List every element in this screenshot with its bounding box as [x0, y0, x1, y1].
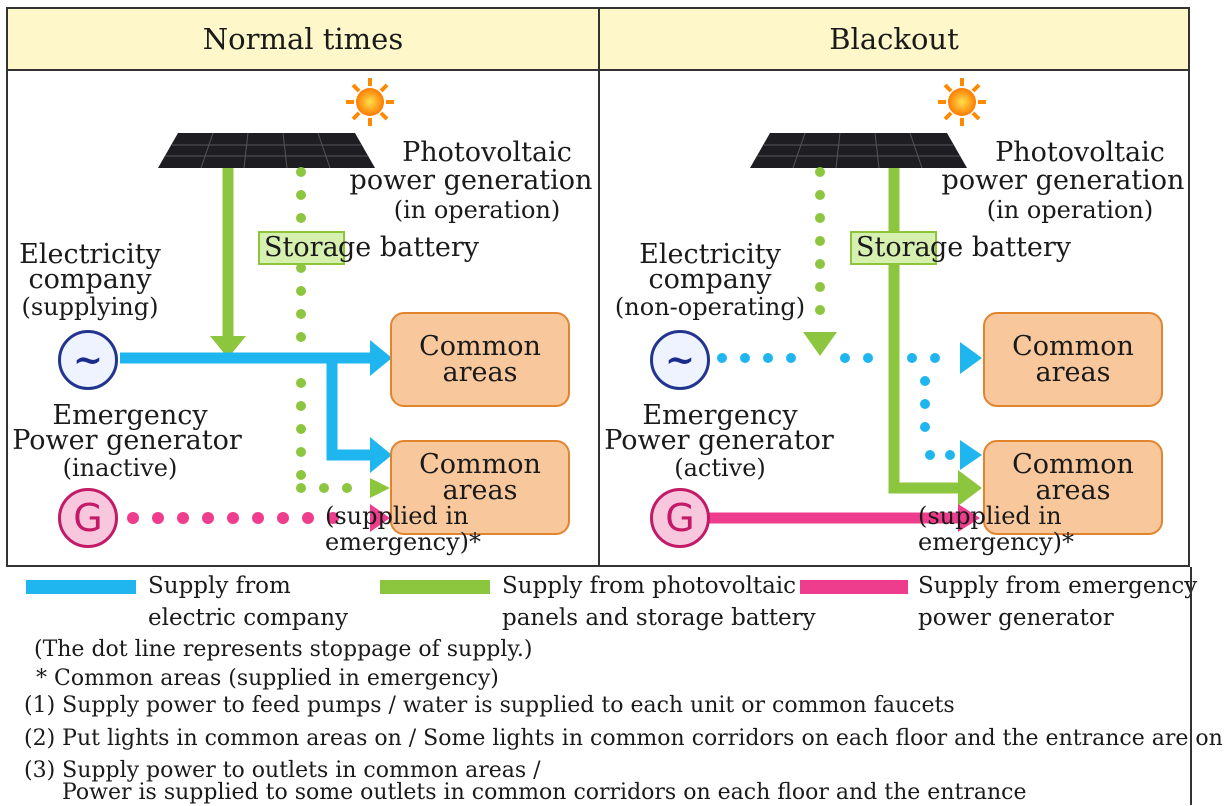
normal-generator-status: (inactive) — [62, 454, 178, 482]
legend-pv-swatch — [380, 580, 490, 594]
blackout-pv-title-1: Photovoltaic — [995, 137, 1165, 168]
legend-electric-swatch — [26, 580, 136, 594]
legend-electric-label-2: electric company — [148, 605, 349, 631]
blackout-pv-status: (in operation) — [986, 196, 1154, 224]
normal-battery-label-rest: ge battery — [338, 232, 480, 263]
box-line-2: areas — [1035, 356, 1111, 388]
normal-pv-status: (in operation) — [393, 196, 561, 224]
blackout-battery-label-rest: ge battery — [930, 232, 1072, 263]
legend-generator-label-1: Supply from emergency — [918, 573, 1198, 599]
panel-divider — [598, 7, 600, 567]
legend-pv-label-1: Supply from photovoltaic — [502, 573, 797, 599]
notes-right-border — [1190, 567, 1192, 805]
generator-icon: G — [58, 488, 118, 548]
blackout-pv-title-2: power generation — [941, 165, 1185, 196]
header-normal-times: Normal times — [8, 9, 598, 71]
box-line-1: Common — [419, 449, 541, 480]
normal-pv-title-2: power generation — [349, 165, 593, 196]
normal-emergency-note: (supplied in emergency)* — [325, 502, 482, 556]
legend-generator-swatch — [800, 580, 908, 594]
blackout-generator-label-1: Emergency — [642, 400, 798, 431]
blackout-electricity-label-2: company — [648, 264, 772, 295]
note-2: (2) Put lights in common areas on / Some… — [24, 726, 1223, 751]
electric-source-icon: ~ — [650, 330, 710, 390]
blackout-emergency-note: (supplied in emergency)* — [918, 502, 1075, 556]
normal-generator-label-1: Emergency — [52, 400, 208, 431]
header-blackout: Blackout — [600, 9, 1188, 71]
blackout-electricity-status: (non-operating) — [614, 293, 806, 321]
solar-panel-icon — [750, 132, 967, 169]
normal-common-areas-box: Common areas — [390, 312, 570, 407]
normal-emergency-areas-box: Common areas — [390, 440, 570, 535]
solar-panel-icon — [158, 132, 375, 169]
legend-dot-note: (The dot line represents stoppage of sup… — [34, 637, 533, 662]
normal-generator-label-2: Power generator — [12, 425, 242, 456]
box-line-2: areas — [442, 356, 518, 388]
box-line-1: Common — [419, 330, 541, 362]
electric-source-icon: ~ — [58, 330, 118, 390]
blackout-emergency-areas-box: Common areas — [983, 440, 1163, 535]
note-star: * Common areas (supplied in emergency) — [36, 666, 499, 691]
blackout-electricity-label-1: Electricity — [639, 239, 781, 270]
note-1: (1) Supply power to feed pumps / water i… — [24, 693, 955, 718]
box-line-2: areas — [1035, 475, 1111, 506]
blackout-battery-label: Stora — [850, 231, 937, 265]
box-line-2: areas — [442, 475, 518, 506]
normal-electricity-status: (supplying) — [21, 293, 159, 321]
blackout-generator-status: (active) — [674, 454, 766, 482]
legend-pv-label-2: panels and storage battery — [502, 605, 816, 631]
legend-generator-label-2: power generator — [918, 605, 1114, 631]
normal-pv-title-1: Photovoltaic — [402, 137, 572, 168]
normal-battery-label: Stora — [258, 231, 345, 265]
note-3a: (3) Supply power to outlets in common ar… — [24, 758, 541, 783]
normal-electricity-label-1: Electricity — [19, 239, 161, 270]
sun-icon — [938, 78, 986, 126]
blackout-generator-label-2: Power generator — [604, 425, 834, 456]
sun-icon — [346, 78, 394, 126]
legend-electric-label-1: Supply from — [148, 573, 291, 599]
battery-dotted-line — [296, 167, 352, 493]
generator-icon: G — [650, 488, 710, 548]
note-3b: Power is supplied to some outlets in com… — [62, 780, 1027, 805]
box-line-1: Common — [1012, 449, 1134, 480]
normal-electricity-label-2: company — [28, 264, 152, 295]
blackout-common-areas-box: Common areas — [983, 312, 1163, 407]
box-line-1: Common — [1012, 330, 1134, 362]
